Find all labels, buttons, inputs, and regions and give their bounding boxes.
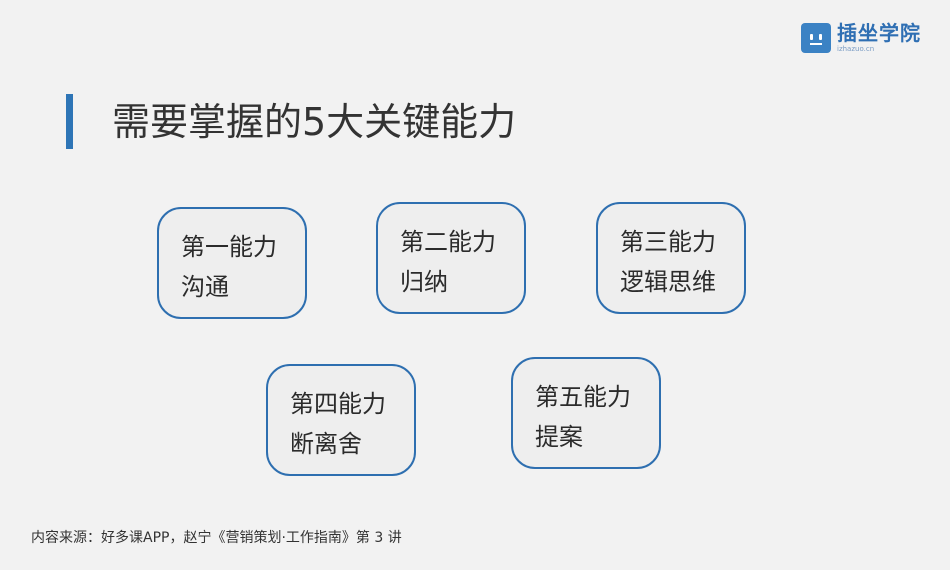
ability-card-3: 第三能力 逻辑思维 <box>596 202 746 314</box>
card-heading: 第四能力 <box>290 390 386 418</box>
card-text: 断离舍 <box>290 430 362 458</box>
logo-icon <box>801 23 831 53</box>
card-text: 归纳 <box>400 268 448 296</box>
logo: 插坐学院 izhazuo.cn <box>801 20 921 56</box>
card-text: 逻辑思维 <box>620 268 716 296</box>
ability-card-1: 第一能力 沟通 <box>157 207 307 319</box>
title-accent-bar <box>66 94 73 149</box>
card-text: 沟通 <box>181 273 229 301</box>
logo-name: 插坐学院 <box>837 21 921 45</box>
card-text: 提案 <box>535 423 583 451</box>
card-heading: 第二能力 <box>400 228 496 256</box>
source-note: 内容来源：好多课APP，赵宁《营销策划·工作指南》第 3 讲 <box>31 530 402 546</box>
card-heading: 第三能力 <box>620 228 716 256</box>
card-heading: 第一能力 <box>181 233 277 261</box>
ability-card-4: 第四能力 断离舍 <box>266 364 416 476</box>
ability-card-2: 第二能力 归纳 <box>376 202 526 314</box>
ability-card-5: 第五能力 提案 <box>511 357 661 469</box>
logo-url: izhazuo.cn <box>837 45 875 53</box>
page-title: 需要掌握的5大关键能力 <box>112 100 517 144</box>
card-heading: 第五能力 <box>535 383 631 411</box>
